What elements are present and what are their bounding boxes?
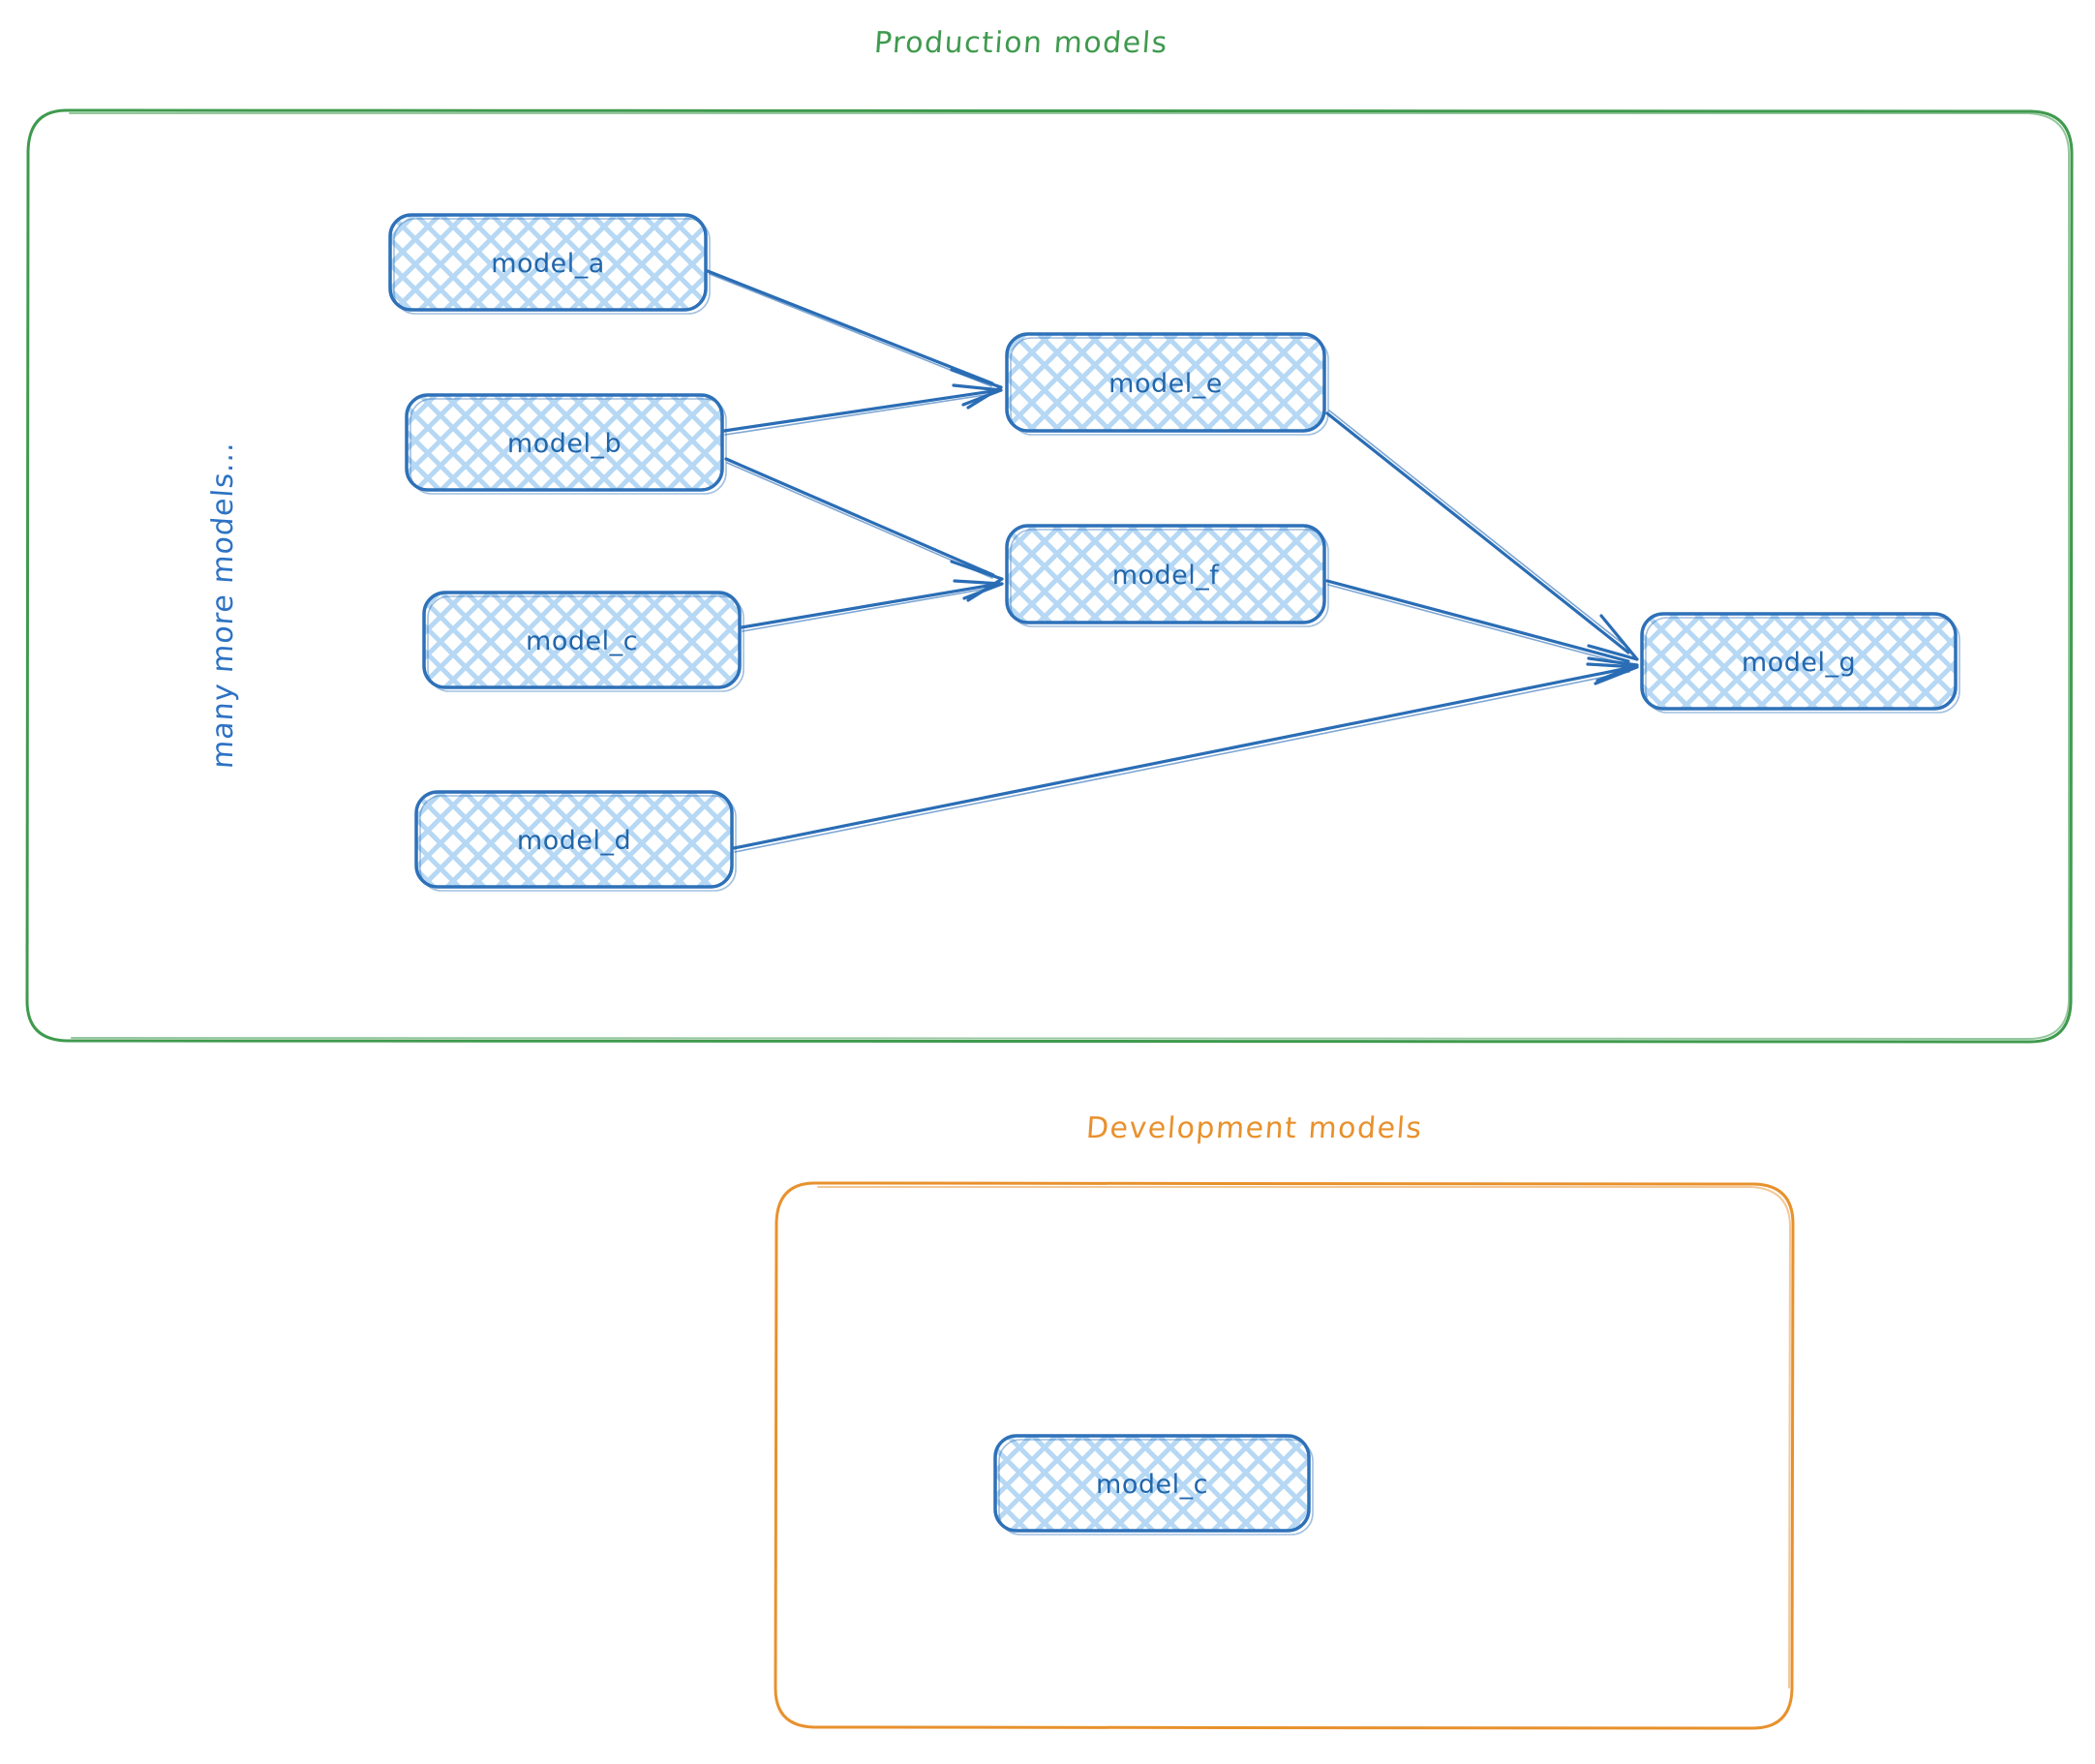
edge-model_f-model_g: [1325, 579, 1639, 683]
node-model_d[interactable]: model_d: [414, 790, 737, 892]
development-group-border-sketch: [817, 1186, 1792, 1688]
edge-model_a-model_e: [706, 269, 1003, 410]
group-development: [774, 1181, 1795, 1730]
production-group-border: [25, 108, 2074, 1044]
node-label: model_b: [507, 429, 622, 459]
edge-model_e-model_g: [1325, 410, 1639, 661]
edges-layer: [706, 269, 1639, 853]
node-label: model_c: [1096, 1470, 1208, 1500]
production-group-label: Production models: [872, 26, 1169, 60]
group-production: [25, 108, 2074, 1044]
development-group-border: [774, 1181, 1795, 1730]
edge-model_c-model_f: [740, 579, 1004, 632]
edge-model_b-model_b-e: [722, 383, 1003, 436]
development-group-label: Development models: [1084, 1111, 1424, 1145]
node-model_g[interactable]: model_g: [1640, 612, 1960, 714]
node-label: model_e: [1108, 369, 1223, 399]
edge-model_d-model_g: [732, 662, 1639, 853]
node-label: model_a: [491, 249, 605, 279]
nodes-layer: model_a model_b model_c model_d: [388, 213, 1960, 1536]
node-model_f[interactable]: model_f: [1005, 524, 1329, 627]
node-label: model_c: [526, 626, 638, 656]
node-model_a[interactable]: model_a: [388, 213, 711, 315]
node-label: model_g: [1742, 648, 1856, 678]
node-label: model_d: [517, 826, 631, 856]
node-label: model_f: [1112, 561, 1221, 591]
node-model_e[interactable]: model_e: [1005, 332, 1329, 436]
node-model_c-dev[interactable]: model_c: [993, 1434, 1314, 1536]
production-group-border-sketch: [69, 112, 2070, 1041]
many-more-models-annotation: many more models...: [206, 440, 240, 770]
node-model_b[interactable]: model_b: [405, 393, 727, 495]
edge-model_b-model_f: [724, 457, 1004, 602]
node-model_c[interactable]: model_c: [422, 591, 744, 692]
